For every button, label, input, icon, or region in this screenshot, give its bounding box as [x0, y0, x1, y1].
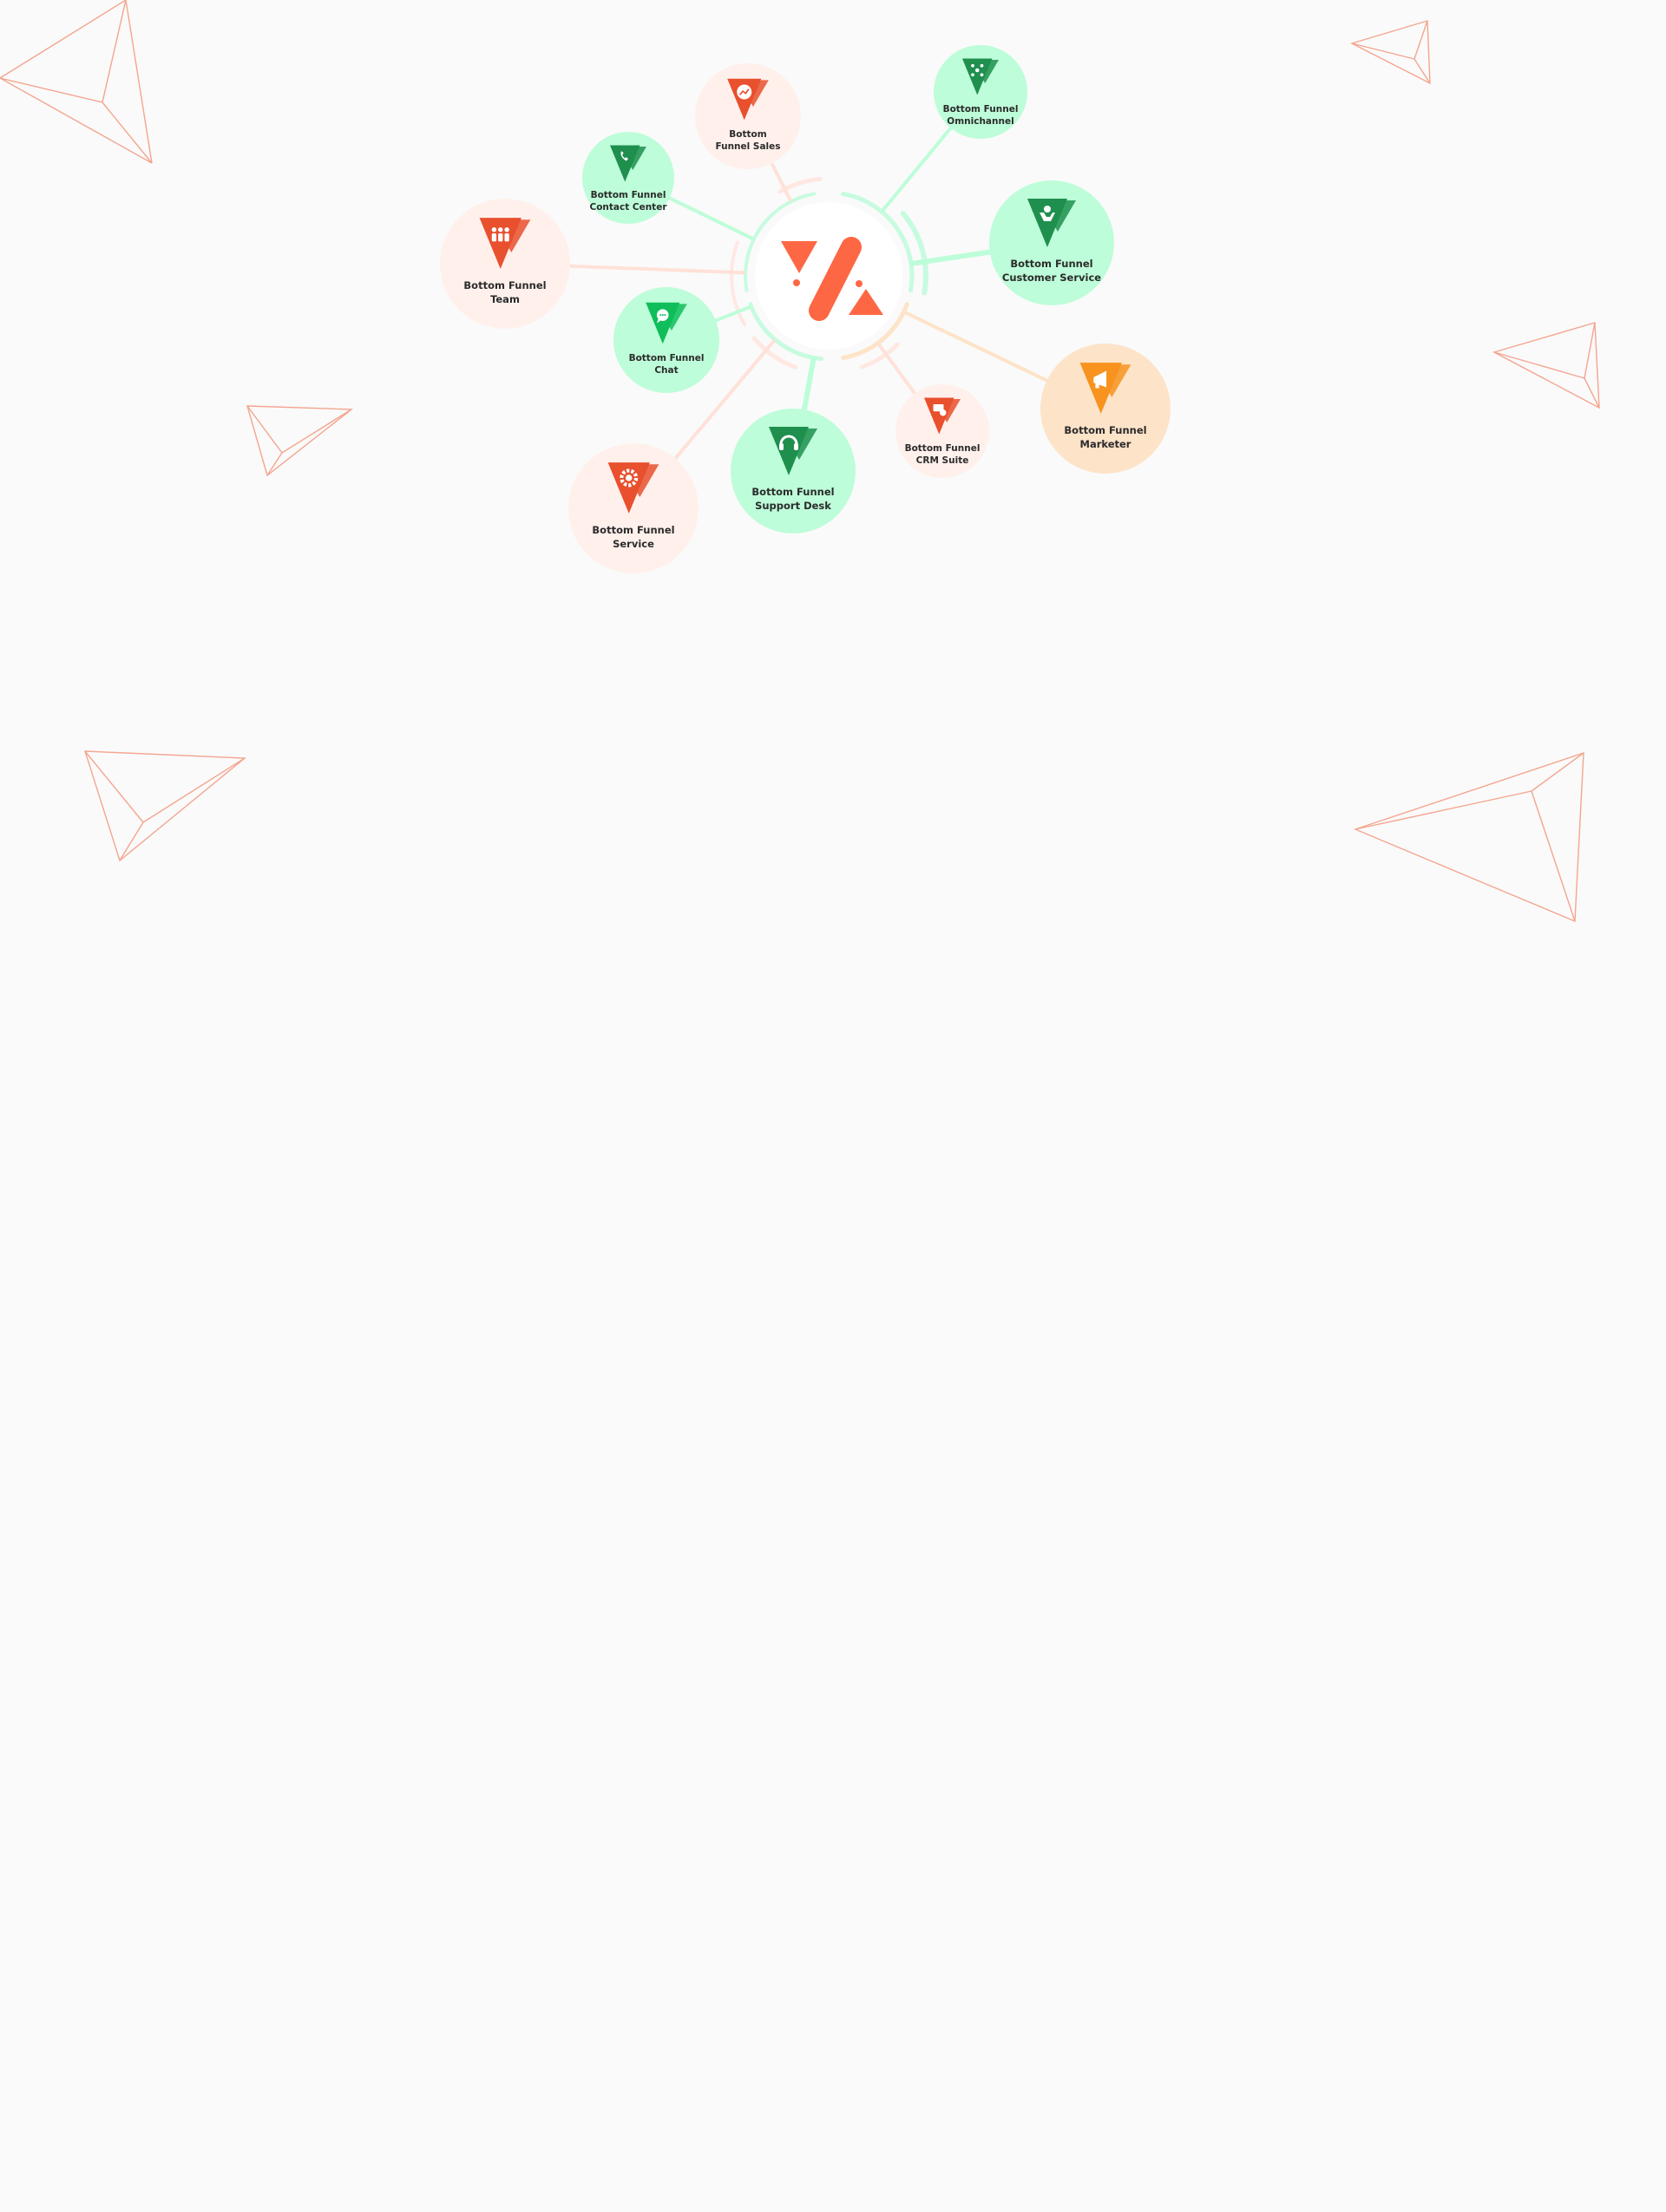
paper-plane-decoration [1492, 322, 1600, 409]
hub-ring-arc [841, 302, 909, 361]
connector-marketer [903, 311, 1049, 383]
hub-node [755, 202, 902, 350]
connector-service [673, 339, 776, 461]
connector-sales [770, 161, 792, 202]
node-label-line: Bottom Funnel [463, 279, 547, 291]
node-label-line: Bottom Funnel [590, 190, 666, 200]
team-people-icon [478, 216, 533, 271]
node-label-line: Customer Service [1001, 271, 1102, 284]
node-label-line: Marketer [1079, 437, 1131, 450]
hub-ring-arc [744, 192, 817, 292]
crm-dashboard-icon [923, 396, 962, 435]
connector-omnichannel [881, 126, 953, 213]
hub-ring-arc [900, 211, 928, 296]
node-label-line: Bottom Funnel [1064, 424, 1147, 436]
hand-support-icon [1026, 197, 1078, 249]
node-label-line: Chat [654, 365, 679, 376]
paper-plane-decoration [0, 0, 153, 164]
paper-plane-decoration [246, 405, 353, 477]
connector-support-desk [801, 357, 817, 413]
connector-crm-suite [876, 343, 917, 396]
node-label-line: Contact Center [589, 202, 667, 213]
headset-icon [767, 425, 819, 477]
node-label-line: Support Desk [755, 499, 831, 512]
node-label-line: Bottom Funnel [628, 353, 705, 363]
node-label-line: Service [613, 537, 654, 550]
network-nodes-icon [961, 57, 1000, 96]
paper-plane-decoration [1350, 20, 1431, 85]
node-label-line: CRM Suite [915, 455, 969, 467]
hub-ring-arc [859, 342, 900, 370]
node-label-line: Funnel Sales [715, 141, 781, 153]
connector-customer-service [909, 249, 993, 266]
paper-plane-decoration [84, 750, 246, 862]
connector-chat [713, 305, 751, 323]
brand-logo-icon [781, 237, 883, 321]
hub-ring-arc [777, 176, 823, 194]
gear-icon [607, 461, 661, 515]
connector-team [567, 264, 746, 275]
hub-ring-arc [751, 336, 798, 370]
node-label-line: Bottom Funnel [942, 104, 1019, 115]
node-label-line: Bottom Funnel [904, 443, 981, 454]
hub-ring-arc [748, 302, 824, 362]
chat-bubble-icon [645, 301, 689, 345]
paper-plane-decoration [1354, 752, 1584, 923]
connector-contact-center [667, 196, 754, 240]
phone-call-icon [609, 144, 648, 183]
node-label-line: Bottom [729, 129, 767, 140]
node-label-line: Bottom Funnel [1010, 258, 1093, 270]
node-label-line: Bottom Funnel [751, 486, 835, 498]
trend-chart-icon [726, 77, 771, 121]
hub-ring-arc [841, 191, 915, 293]
node-label-line: Bottom Funnel [592, 524, 675, 536]
hub-ring-arc [730, 240, 747, 326]
megaphone-icon [1079, 361, 1133, 416]
node-label-line: Team [490, 292, 520, 305]
node-label-line: Omnichannel [947, 116, 1014, 128]
